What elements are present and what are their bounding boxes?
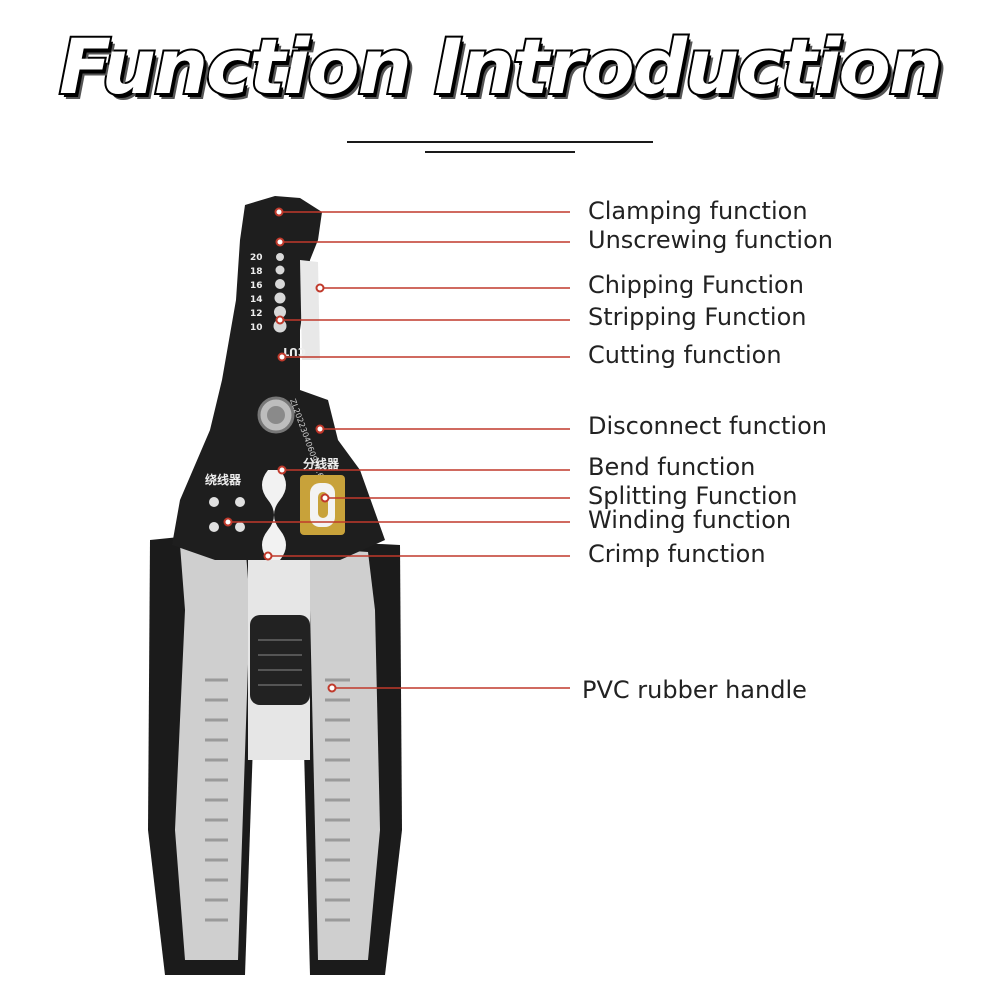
label-winding: Winding function: [588, 506, 792, 534]
label-bend: Bend function: [588, 453, 756, 481]
label-crimp: Crimp function: [588, 540, 766, 568]
gauge-number: 14: [250, 295, 263, 305]
right-handle-grip: [310, 548, 380, 960]
gauge-number: 20: [250, 253, 263, 263]
cut-mark: CUT: [281, 345, 306, 358]
label-unscrewing: Unscrewing function: [588, 226, 833, 254]
gauge-number: 16: [250, 281, 263, 291]
splitter-label: 分线器: [303, 456, 340, 471]
left-handle-grip: [175, 540, 250, 960]
lock-button: [250, 615, 310, 705]
page-title: Function Introduction: [57, 20, 945, 113]
label-cutting: Cutting function: [588, 341, 782, 369]
label-splitting: Splitting Function: [588, 482, 798, 510]
gauge-number: 10: [250, 323, 263, 333]
label-clamping: Clamping function: [588, 197, 808, 225]
leader-dots: [223, 207, 337, 693]
gauge-number: 12: [250, 309, 263, 319]
title-rule-bottom: [425, 151, 575, 153]
label-stripping: Stripping Function: [588, 303, 807, 331]
leader-lines: [228, 211, 570, 689]
gauge-number: 18: [250, 267, 263, 277]
label-pvc-handle: PVC rubber handle: [582, 676, 807, 704]
title-rule-top: [347, 141, 653, 143]
crimp-wave-slot: [262, 470, 286, 560]
jaw-blade: [300, 260, 320, 360]
winding-holes: [209, 497, 245, 532]
winder-label: 绕线器: [205, 472, 242, 487]
label-disconnect: Disconnect function: [588, 412, 827, 440]
gauge-numbers: 20 18 16 14 12 10: [250, 253, 263, 333]
pliers-head: [172, 196, 385, 560]
label-chipping: Chipping Function: [588, 271, 804, 299]
grip-ridges: [205, 678, 350, 922]
